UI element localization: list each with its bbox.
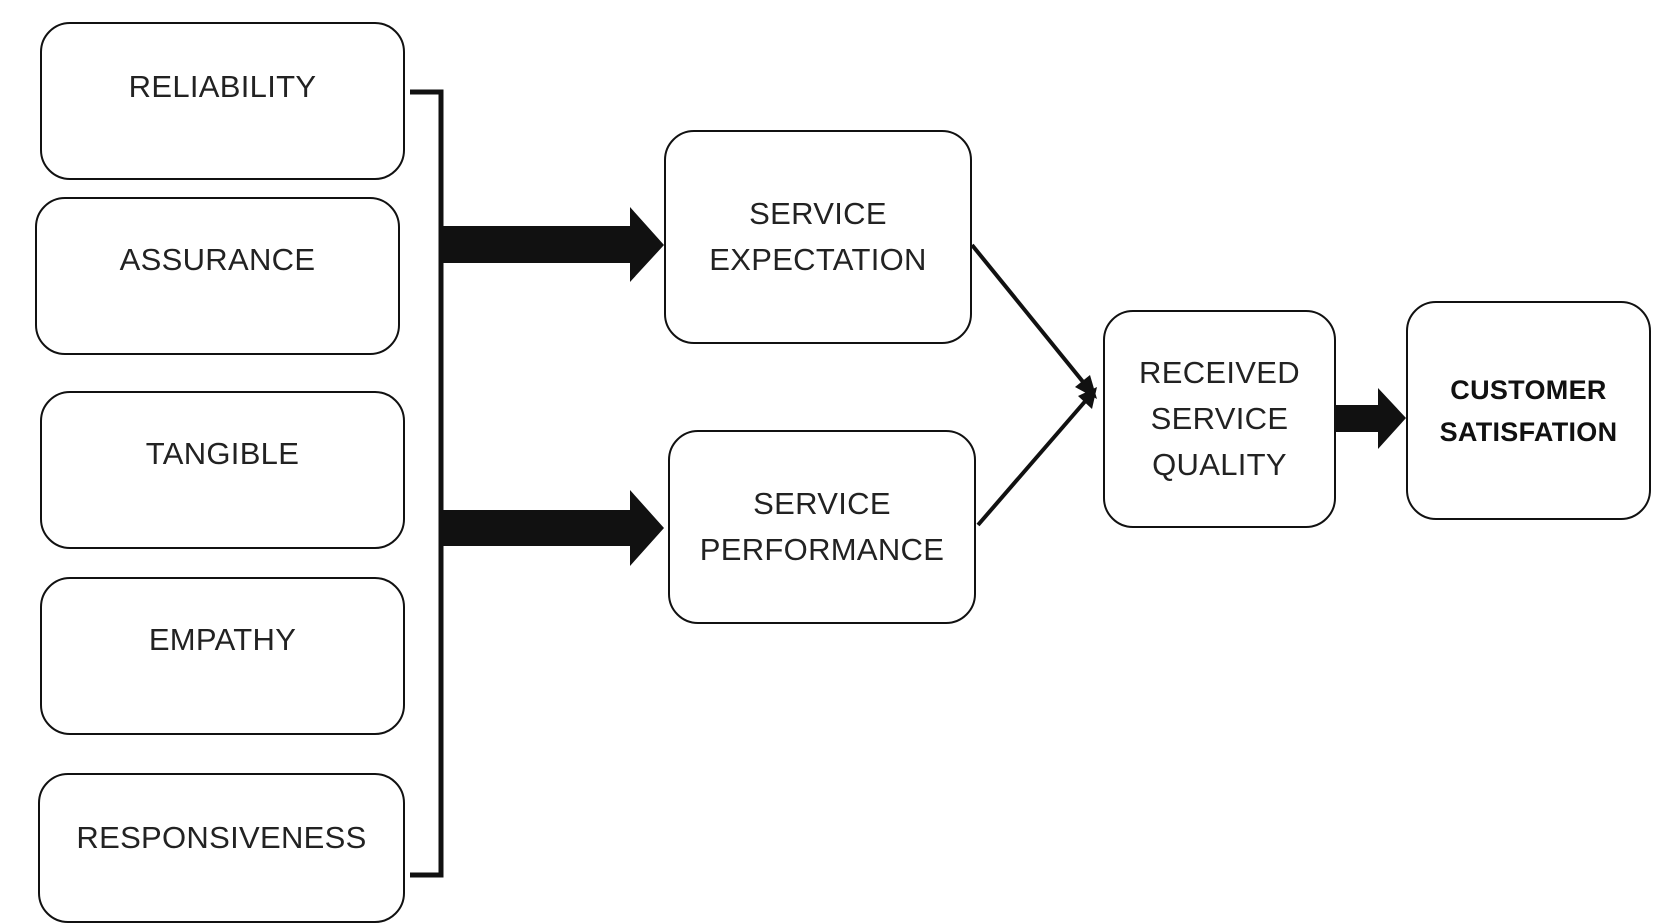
received-service-quality-box: RECEIVED SERVICE QUALITY [1103,310,1336,528]
arrow-expectation-to-quality [970,243,1090,390]
responsiveness-label: RESPONSIVENESS [76,820,367,855]
grouping-bracket [410,89,444,878]
assurance-box: ASSURANCE [35,197,400,355]
service-expectation-line2: EXPECTATION [709,242,927,277]
service-performance-line2: PERFORMANCE [699,532,945,567]
customer-satisfaction-box: CUSTOMER SATISFATION [1406,301,1651,520]
assurance-label: ASSURANCE [119,242,316,277]
received-quality-line1: RECEIVED [1139,355,1300,390]
arrow-to-expectation [441,207,664,282]
connectors-layer [410,89,1406,878]
service-performance-label: SERVICE PERFORMANCE [670,481,974,573]
service-expectation-box: SERVICE EXPECTATION [664,130,972,344]
tangible-label: TANGIBLE [145,436,300,471]
customer-satisfaction-label: CUSTOMER SATISFATION [1408,369,1649,453]
service-performance-box: SERVICE PERFORMANCE [668,430,976,624]
received-quality-line3: QUALITY [1152,447,1287,482]
arrow-performance-to-quality [976,396,1090,527]
arrow-to-performance [441,490,664,566]
arrow-to-satisfaction [1336,388,1406,449]
service-expectation-line1: SERVICE [749,196,887,231]
reliability-label: RELIABILITY [128,69,317,104]
customer-satisfaction-line2: SATISFATION [1439,416,1618,447]
received-quality-line2: SERVICE [1150,401,1289,436]
service-expectation-label: SERVICE EXPECTATION [666,191,970,283]
service-performance-line1: SERVICE [753,486,891,521]
received-service-quality-label: RECEIVED SERVICE QUALITY [1105,350,1334,488]
responsiveness-box: RESPONSIVENESS [38,773,405,923]
empathy-box: EMPATHY [40,577,405,735]
customer-satisfaction-line1: CUSTOMER [1450,374,1607,405]
reliability-box: RELIABILITY [40,22,405,180]
tangible-box: TANGIBLE [40,391,405,549]
empathy-label: EMPATHY [148,622,297,657]
arrow-performance-to-quality-head [1078,387,1097,409]
